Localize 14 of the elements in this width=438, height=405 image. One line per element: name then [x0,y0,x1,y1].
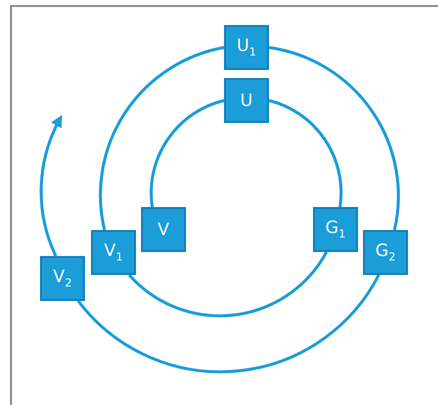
node-box: U$_{1}$ [224,25,269,70]
node-box: V [141,207,186,252]
arc-connector [77,274,380,374]
node-box: V$_{2}$ [40,256,85,301]
node-box: U [224,78,269,123]
arc-connector [268,46,400,230]
arc-arrow [40,114,62,257]
arc-connector [99,46,224,230]
arc-connector [268,99,343,208]
node-box: V$_{1}$ [91,230,136,275]
arc-connector [150,99,224,208]
node-box: G$_{2}$ [363,230,408,275]
arc-connector [128,251,328,318]
node-box: G$_{1}$ [313,207,358,252]
